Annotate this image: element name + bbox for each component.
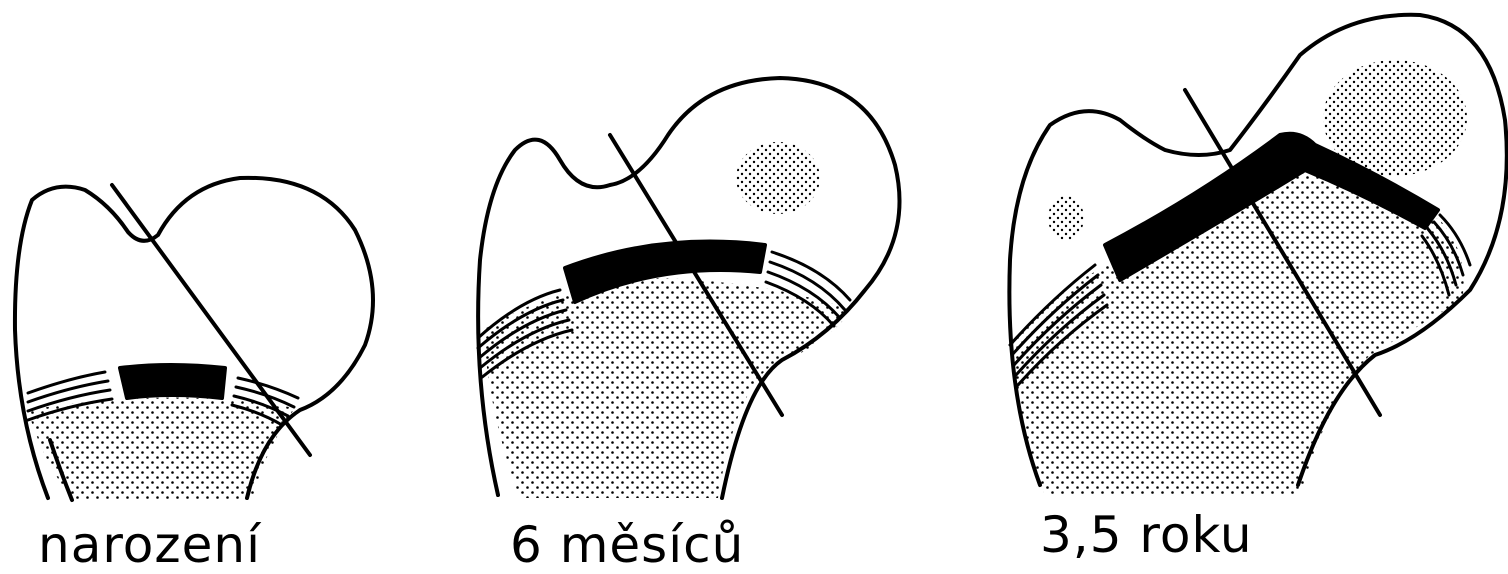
stage-6-months-shaft-bone xyxy=(483,278,852,498)
stage-6-months-drawing xyxy=(478,78,900,498)
stage-3-5-years-trochanter-nucleus xyxy=(1048,196,1084,240)
stage-birth-drawing xyxy=(15,178,373,500)
stage-birth-growth-plate xyxy=(120,365,225,398)
stage-6-months-head-nucleus xyxy=(736,142,820,214)
stage-birth-label: narození xyxy=(38,520,261,570)
stage-3-5-years-head-nucleus xyxy=(1323,60,1467,176)
stage-3-5-years-label: 3,5 roku xyxy=(1040,510,1253,560)
stage-3-5-years-drawing xyxy=(1009,15,1506,495)
stage-6-months-label: 6 měsíců xyxy=(510,520,744,570)
